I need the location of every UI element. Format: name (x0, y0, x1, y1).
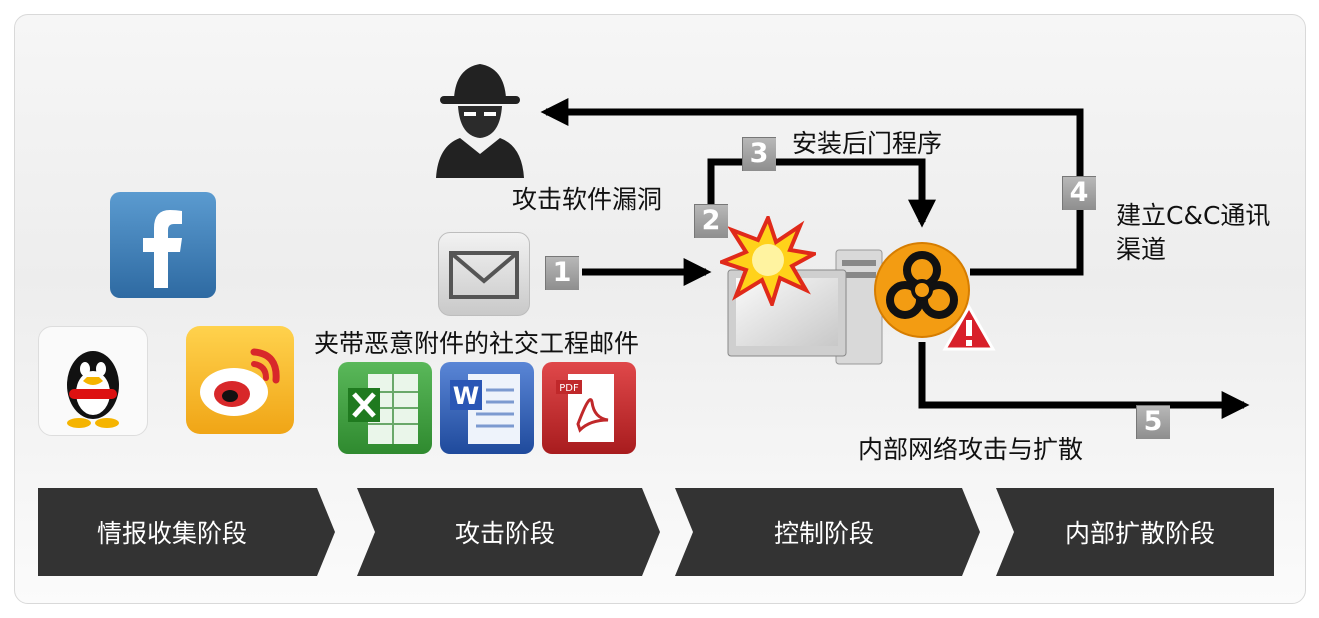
pdf-icon: PDF (542, 362, 636, 454)
step-1-badge: 1 (545, 256, 579, 290)
computer-icon (727, 249, 883, 365)
arrow-3-backdoor (707, 158, 936, 236)
excel-icon (338, 362, 432, 454)
spread-label: 内部网络攻击与扩散 (858, 435, 1084, 464)
hacker-icon (436, 64, 524, 178)
email-label: 夹带恶意附件的社交工程邮件 (314, 329, 640, 358)
stage-chevron-intel (38, 488, 335, 576)
stage-intel-label: 情报收集阶段 (96, 519, 248, 548)
biohazard-icon (874, 242, 970, 338)
qq-icon (38, 326, 148, 436)
word-icon: W (440, 362, 534, 454)
cc-label-line1: 建立C&C通讯 (1116, 201, 1271, 230)
warning-icon (942, 304, 996, 351)
explosion-icon (720, 216, 816, 306)
weibo-icon (186, 326, 294, 434)
step-3-badge: 3 (742, 137, 776, 171)
exploit-label: 攻击软件漏洞 (512, 185, 663, 214)
step-2-badge: 2 (694, 204, 728, 238)
stage-spread-label: 内部扩散阶段 (1064, 519, 1216, 548)
step-4-badge: 4 (1062, 176, 1096, 210)
email-icon (438, 232, 530, 316)
facebook-icon (110, 192, 216, 298)
backdoor-label: 安装后门程序 (792, 129, 943, 158)
word-letter: W (453, 382, 479, 410)
stage-chevron-attack (357, 488, 660, 576)
cc-label-line2: 渠道 (1116, 235, 1167, 264)
stage-control-label: 控制阶段 (773, 519, 875, 548)
pdf-label: PDF (559, 383, 579, 394)
stage-chevron-control (675, 488, 980, 576)
stage-chevron-spread (996, 488, 1274, 576)
stage-attack-label: 攻击阶段 (454, 519, 556, 548)
step-5-badge: 5 (1136, 405, 1170, 439)
